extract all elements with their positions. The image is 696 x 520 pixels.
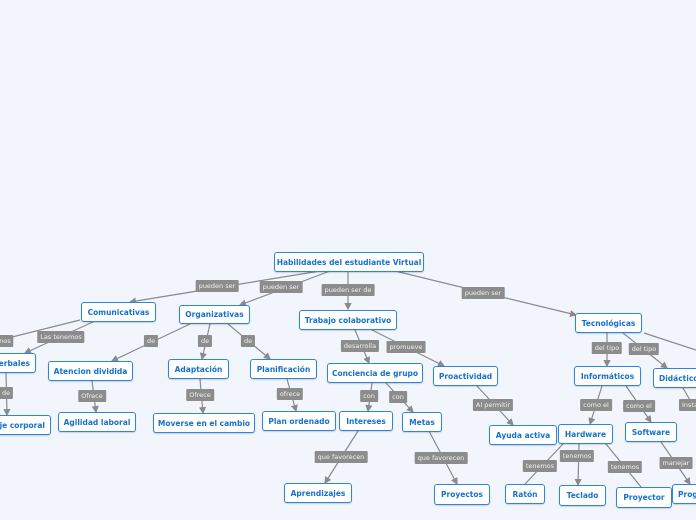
link-label: con [360, 390, 378, 402]
node-proyectos[interactable]: Proyectos [434, 484, 490, 505]
link-label: promueve [386, 341, 426, 353]
node-teclado[interactable]: Teclado [559, 485, 606, 506]
link-label: que favorecen [414, 452, 468, 464]
node-proactividad[interactable]: Proactividad [433, 366, 498, 386]
link-label: desarrolla [340, 340, 380, 352]
link-label: del tipo [591, 342, 623, 354]
node-adaptacion[interactable]: Adaptación [168, 359, 229, 379]
node-atencion-dividida[interactable]: Atencion dividida [48, 361, 133, 381]
link-label: Ofrece [186, 389, 214, 401]
link-label: pueden ser [461, 287, 505, 299]
node-proyector[interactable]: Proyector [616, 487, 672, 508]
node-lenguaje-corporal[interactable]: je corporal [0, 415, 51, 435]
node-comunicativas[interactable]: Comunicativas [81, 302, 156, 322]
node-organizativas[interactable]: Organizativas [179, 305, 250, 324]
link-label: Las tenemos [37, 331, 85, 343]
link-label: como el [580, 399, 612, 411]
link-label: Insta [679, 399, 696, 411]
link-label: tenemos [522, 460, 558, 472]
node-software[interactable]: Software [625, 422, 677, 442]
link-label: pueden ser [195, 280, 239, 292]
node-intereses[interactable]: Intereses [339, 411, 393, 431]
node-tecnologicas[interactable]: Tecnológicas [575, 313, 642, 333]
link-label: de [143, 335, 159, 347]
node-aprendizajes[interactable]: Aprendizajes [284, 483, 352, 503]
node-hardware[interactable]: Hardware [558, 424, 613, 444]
link-label: de [197, 335, 213, 347]
node-verbales[interactable]: erbales [0, 353, 36, 373]
link-label: tenemos [607, 461, 643, 473]
node-didacticos[interactable]: Didáctico [653, 368, 696, 388]
node-metas[interactable]: Metas [402, 412, 442, 432]
link-label: pueden ser de [321, 284, 375, 296]
node-raton[interactable]: Ratón [505, 484, 545, 504]
link-label: pueden ser [259, 281, 303, 293]
node-plan-ordenado[interactable]: Plan ordenado [262, 411, 336, 431]
link-label: Al permitir [472, 399, 514, 411]
link-label: ofrece [276, 388, 304, 400]
link-label: con [389, 391, 407, 403]
node-moverse-en-el-cambio[interactable]: Moverse en el cambio [153, 413, 255, 433]
link-label: tenemos [559, 450, 595, 462]
node-conciencia-de-grupo[interactable]: Conciencia de grupo [327, 363, 423, 383]
link-label: nos [0, 335, 14, 347]
link-label: de [240, 335, 256, 347]
link-label: del tipo [628, 343, 660, 355]
node-informaticos[interactable]: Informáticos [574, 366, 641, 386]
root-node[interactable]: Habilidades del estudiante Virtual [274, 252, 424, 272]
node-ayuda-activa[interactable]: Ayuda activa [489, 425, 557, 445]
link-label: Ofrece [78, 390, 106, 402]
node-planificacion[interactable]: Planificación [250, 359, 317, 379]
link-label: como el [623, 400, 655, 412]
node-programas[interactable]: Prog [672, 484, 696, 504]
link-label: de [0, 387, 14, 399]
node-trabajo-colaborativo[interactable]: Trabajo colaborativo [299, 310, 397, 330]
link-label: que favorecen [314, 451, 368, 463]
node-agilidad-laboral[interactable]: Agilidad laboral [58, 412, 136, 432]
link-label: manejar [659, 457, 693, 469]
